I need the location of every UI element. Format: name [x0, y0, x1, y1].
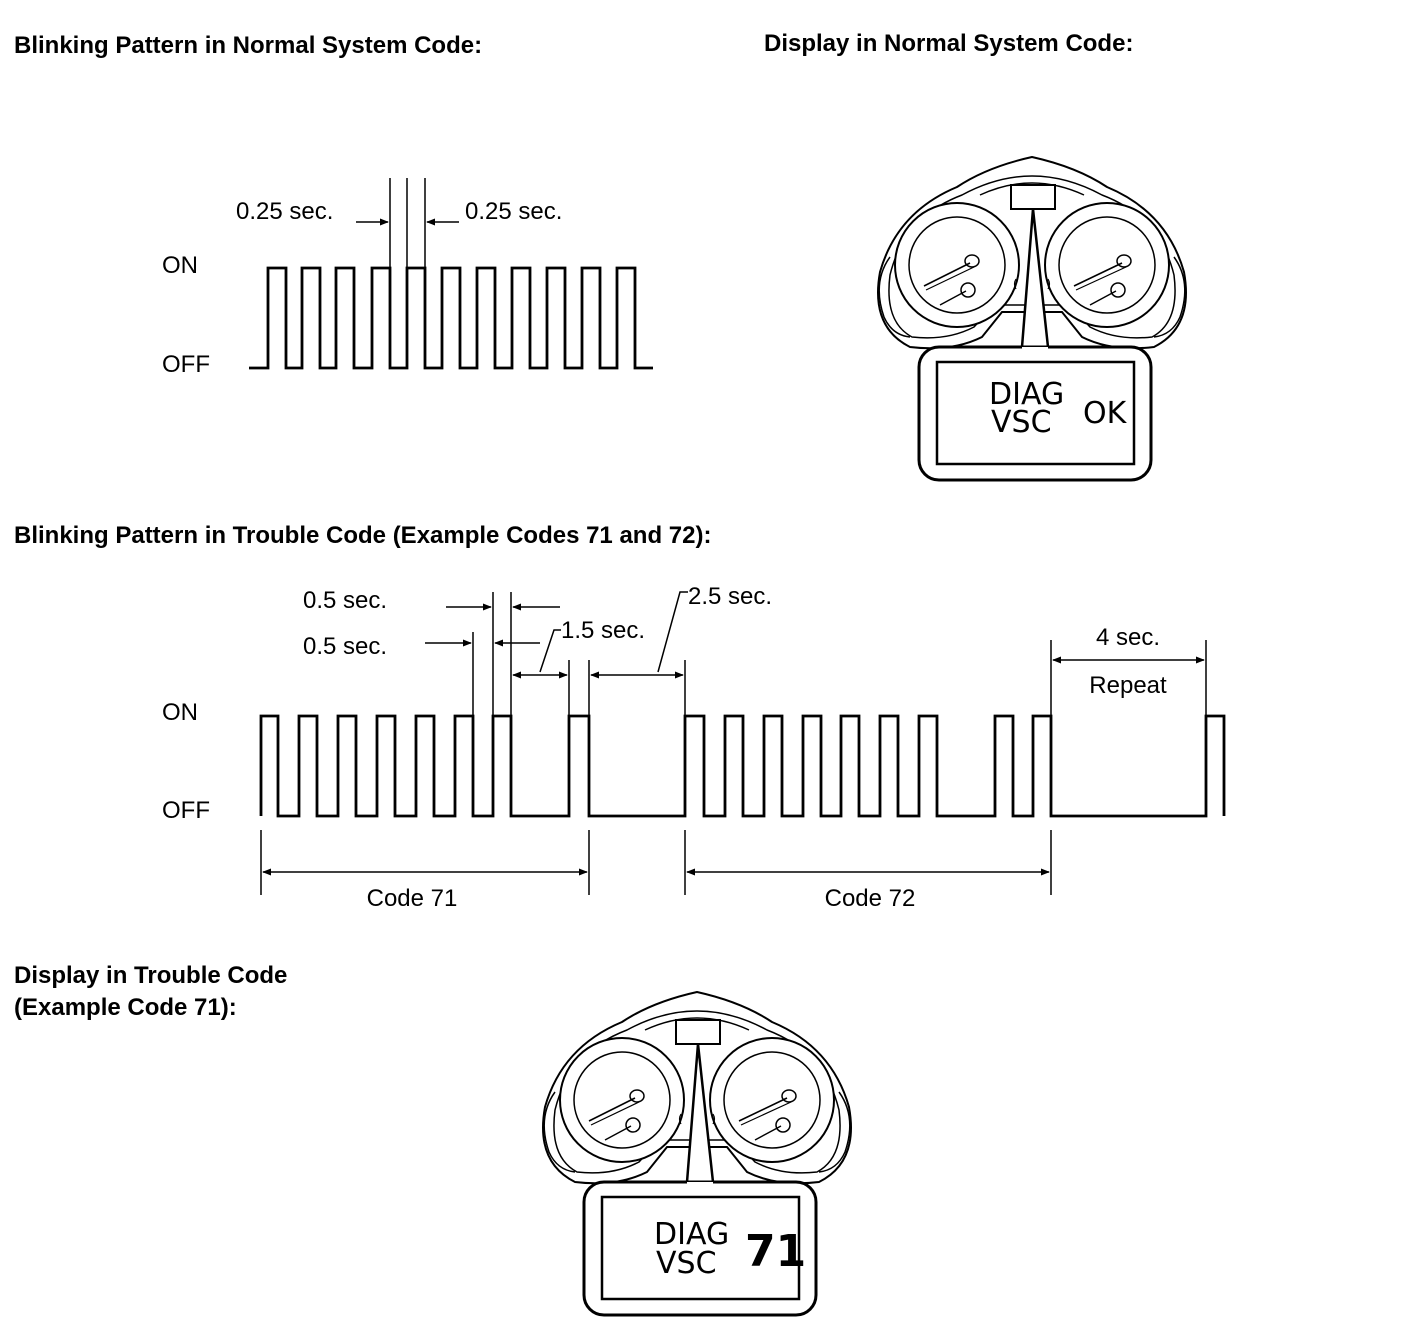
- trouble-repeat-time-label: 4 sec.: [1096, 624, 1160, 651]
- trouble-off-time-label: 0.5 sec.: [303, 633, 387, 660]
- trouble-code-gap-label: 2.5 sec.: [688, 583, 772, 610]
- normal-blink-waveform: [249, 266, 653, 370]
- normal-lcd-line2: VSC: [991, 405, 1052, 440]
- normal-display-heading: Display in Normal System Code:: [764, 30, 1134, 57]
- trouble-on-time-label: 0.5 sec.: [303, 587, 387, 614]
- normal-off-label: OFF: [162, 351, 210, 378]
- trouble-pattern-diagram: ON OFF 0.5 sec. 0.5 sec. 1.5 sec. 2.5 se…: [162, 583, 1226, 912]
- code71-label: Code 71: [367, 885, 458, 912]
- trouble-lcd-line2: VSC: [656, 1246, 717, 1281]
- trouble-repeat-label: Repeat: [1089, 672, 1167, 699]
- trouble-lcd-line1: DIAG: [654, 1217, 729, 1252]
- normal-timing-right-label: 0.25 sec.: [465, 198, 562, 225]
- trouble-blink-waveform: [259, 714, 1226, 818]
- trouble-display-heading-line2: (Example Code 71):: [14, 994, 237, 1021]
- trouble-display-heading-line1: Display in Trouble Code: [14, 962, 288, 989]
- normal-pattern-diagram: ON OFF 0.25 sec. 0.25 sec.: [162, 178, 653, 378]
- trouble-lcd-code: 71: [745, 1226, 806, 1277]
- normal-lcd-status: OK: [1083, 396, 1128, 431]
- normal-pattern-heading: Blinking Pattern in Normal System Code:: [14, 32, 483, 59]
- trouble-code-gap-leader: [657, 591, 688, 673]
- trouble-digit-gap-label: 1.5 sec.: [561, 617, 645, 644]
- trouble-pattern-heading: Blinking Pattern in Trouble Code (Exampl…: [14, 522, 712, 549]
- trouble-display-cluster: DIAG VSC 71: [541, 990, 853, 1317]
- trouble-digit-gap-leader: [539, 629, 561, 673]
- trouble-on-label: ON: [162, 699, 198, 726]
- normal-timing-left-label: 0.25 sec.: [236, 198, 333, 225]
- normal-lcd-line1: DIAG: [989, 377, 1064, 412]
- normal-on-label: ON: [162, 252, 198, 279]
- normal-display-cluster: DIAG VSC OK: [876, 155, 1188, 482]
- code72-label: Code 72: [825, 885, 916, 912]
- trouble-off-label: OFF: [162, 797, 210, 824]
